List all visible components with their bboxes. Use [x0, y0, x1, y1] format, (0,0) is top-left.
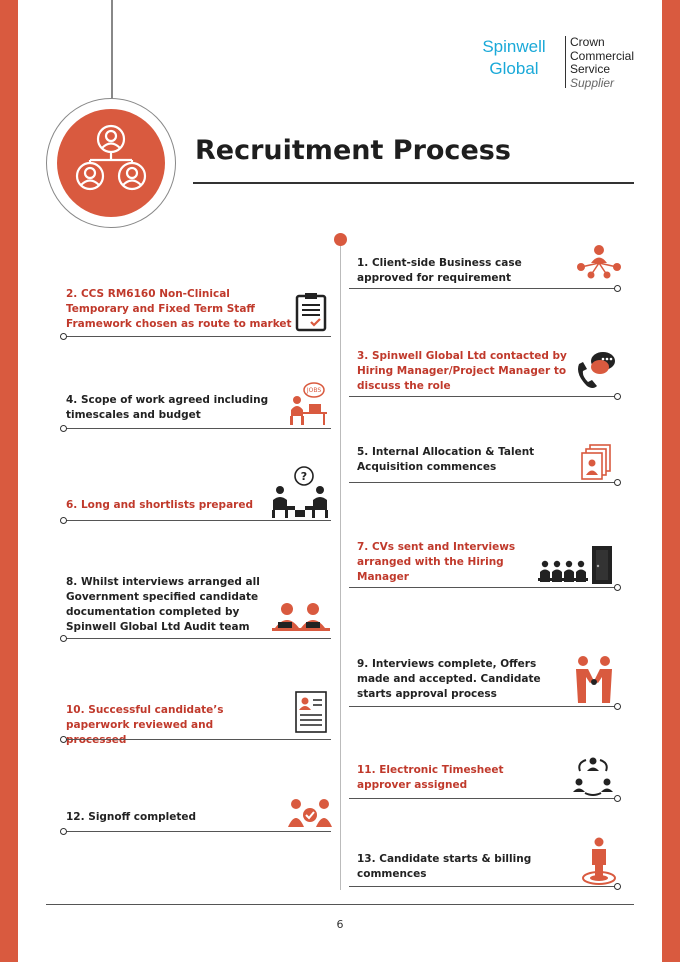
person-target-icon — [582, 837, 616, 885]
audit-team-icon — [272, 603, 330, 631]
phone-chat-icon — [578, 352, 615, 388]
interview-question-icon: ? — [272, 466, 328, 518]
clipboard-icon — [295, 293, 327, 332]
logo-separator — [565, 36, 566, 88]
hanging-line — [111, 0, 113, 100]
org-chart-people-icon — [75, 124, 147, 191]
timeline-spine — [340, 240, 341, 890]
footer-rule — [46, 904, 634, 905]
profile-documents-icon — [581, 444, 611, 480]
ccs-supplier-logo: Crown Commercial Service Supplier — [570, 35, 635, 90]
page-number: 6 — [336, 918, 344, 931]
handshake-icon — [576, 656, 612, 703]
right-accent-bar — [662, 0, 680, 962]
svg-text:JOBS: JOBS — [306, 387, 322, 394]
network-people-icon — [577, 245, 621, 279]
signoff-people-icon — [288, 799, 332, 827]
jobs-desk-icon: JOBS — [290, 382, 327, 425]
timeline-start-dot — [334, 233, 347, 246]
page-title: Recruitment Process — [195, 135, 511, 166]
cycle-people-icon — [573, 757, 613, 796]
title-underline — [193, 182, 634, 184]
svg-text:?: ? — [301, 470, 307, 483]
spinwell-global-logo: Spinwell Global — [482, 37, 546, 78]
resume-document-icon — [295, 691, 327, 733]
waiting-room-icon — [538, 546, 612, 584]
header-emblem — [46, 98, 176, 228]
left-accent-bar — [0, 0, 18, 962]
